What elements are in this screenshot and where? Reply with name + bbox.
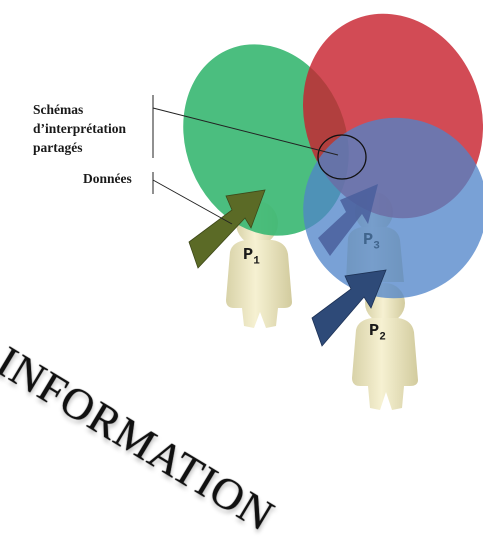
person-label-p3: P3 [363,231,380,252]
person-label-p1: P1 [243,246,260,267]
person-letter: P [369,322,380,341]
person-index: 3 [373,240,380,253]
data-leader [152,179,233,225]
olive-arrow-icon [188,189,266,269]
data-label: Données [83,171,132,186]
person-index: 2 [379,331,386,344]
person-letter: P [363,231,374,250]
shared-schemas-leader [152,107,339,156]
shared-schemas-circle [317,134,367,180]
person-figure-p2 [352,283,418,410]
shared-schemas-label: Schémas d’interprétation partagés [33,102,126,155]
blue-arrow-icon [311,269,387,347]
person-label-p2: P2 [369,322,386,343]
person-index: 1 [253,255,260,268]
person-letter: P [243,246,254,265]
information-diagram [152,13,483,410]
blue-ellipse [303,117,483,299]
faded-arrow-icon [318,184,378,256]
